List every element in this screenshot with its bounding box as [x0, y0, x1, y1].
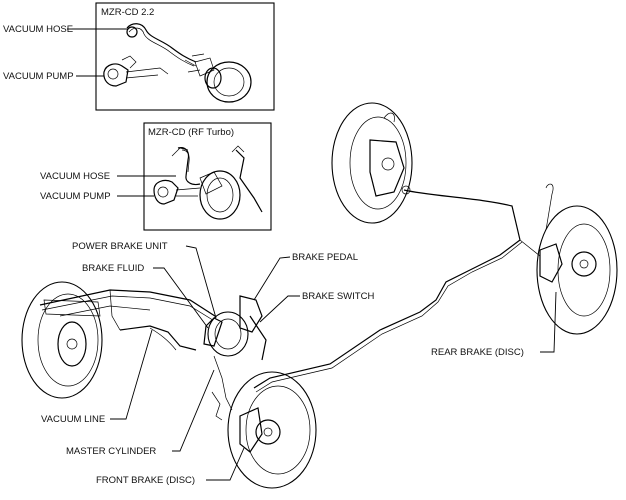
front-wheel-illustration: [227, 371, 317, 489]
rear-brake-label: REAR BRAKE (DISC): [431, 347, 524, 358]
power-brake-unit-illustration: [203, 295, 267, 421]
power-brake-unit-label: POWER BRAKE UNIT: [72, 241, 168, 252]
brake-fluid-label: BRAKE FLUID: [82, 263, 144, 274]
brake-fluid-leader: [153, 267, 209, 329]
inset-mzr-cd-2-2: MZR-CD 2.2: [67, 2, 275, 111]
inset-top-vacuum-pump-label: VACUUM PUMP: [3, 71, 74, 82]
brake-pipe-lines: [253, 189, 541, 393]
inset-mid-vacuum-hose-label: VACUUM HOSE: [40, 171, 110, 182]
left-brake-lines: [39, 289, 219, 351]
front-brake-label: FRONT BRAKE (DISC): [96, 475, 195, 486]
brake-pedal-leader: [253, 256, 291, 301]
front-brake-leader: [206, 447, 245, 481]
inset-top-vacuum-hose-label: VACUUM HOSE: [3, 24, 73, 35]
inset-mid-vacuum-pump-label: VACUUM PUMP: [40, 191, 111, 202]
inset-mid-title: MZR-CD (RF Turbo): [148, 127, 234, 138]
rear-brake-leader: [540, 291, 557, 353]
inset-top-title: MZR-CD 2.2: [101, 7, 154, 18]
brake-switch-leader: [259, 295, 300, 323]
vacuum-line-illustration: [149, 327, 177, 351]
vacuum-line-leader: [110, 329, 153, 420]
inset-mid-pump-hose-illustration: [153, 147, 201, 205]
vacuum-line-label: VACUUM LINE: [41, 414, 105, 425]
rear-left-wheel-illustration: [331, 102, 413, 224]
rear-right-wheel-illustration: [536, 183, 618, 335]
power-brake-unit-leader: [185, 245, 217, 319]
brake-switch-label: BRAKE SWITCH: [302, 291, 374, 302]
left-wheel-disc-illustration: [21, 281, 103, 399]
master-cylinder-label: MASTER CYLINDER: [66, 446, 156, 457]
inset-mid-booster-illustration: [199, 145, 263, 220]
inset-top-pump-hose-illustration: [103, 23, 197, 87]
callout-leaders: [110, 245, 557, 481]
inset-top-booster-illustration: [184, 53, 252, 103]
brake-pedal-label: BRAKE PEDAL: [292, 252, 358, 263]
master-cylinder-leader: [172, 369, 215, 452]
inset-mzr-cd-rf-turbo: MZR-CD (RF Turbo): [117, 122, 272, 231]
